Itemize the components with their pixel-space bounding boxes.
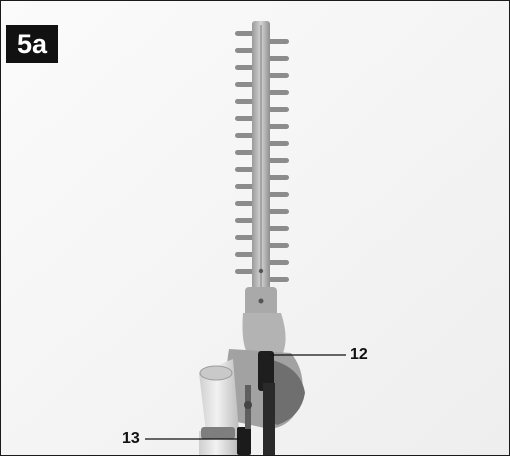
gearbox-housing <box>242 313 286 353</box>
callout-13-label: 13 <box>122 430 140 447</box>
adjust-knob <box>237 427 251 455</box>
figure-label-badge: 5a <box>6 25 58 63</box>
blade-teeth-right <box>267 39 289 282</box>
lock-lever <box>258 351 274 391</box>
blade-teeth-left <box>235 31 257 274</box>
callout-12-label: 12 <box>350 346 368 363</box>
